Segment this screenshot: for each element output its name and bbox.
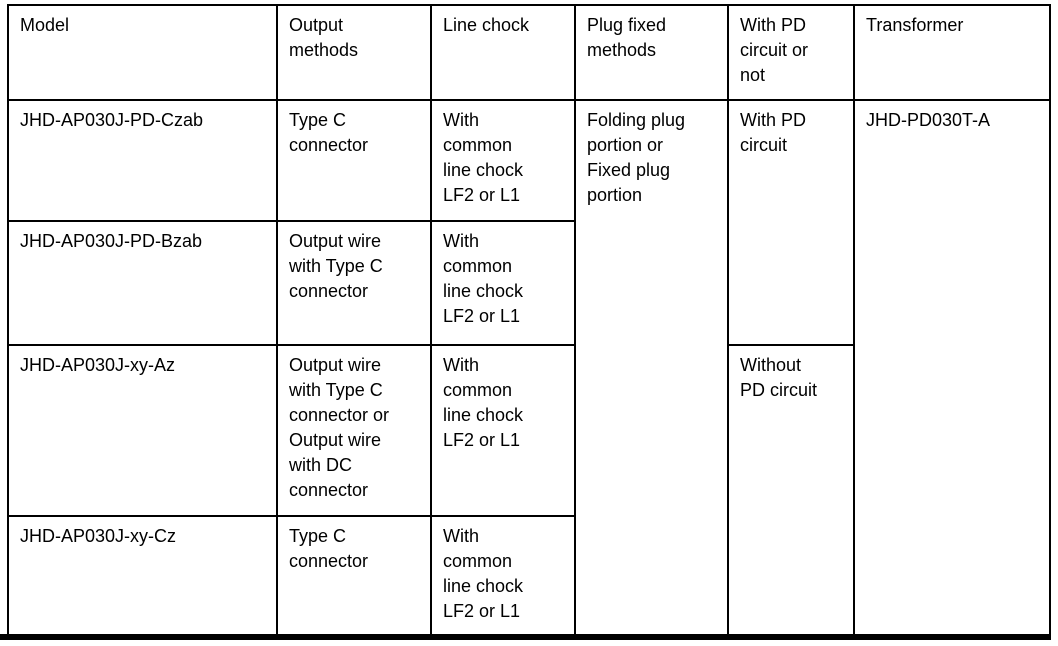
cell-line-chock-row2: With common line chock LF2 or L1 <box>430 220 576 346</box>
cell-line-chock-row4: With common line chock LF2 or L1 <box>430 515 576 636</box>
product-spec-table: Model Output methods Line chock Plug fix… <box>7 4 1051 636</box>
cell-model-row4: JHD-AP030J-xy-Cz <box>7 515 278 636</box>
column-header-pd-circuit: With PD circuit or not <box>727 4 855 101</box>
table-row: JHD-AP030J-PD-Bzab Output wire with Type… <box>7 220 1050 346</box>
cell-model-row1: JHD-AP030J-PD-Czab <box>7 99 278 222</box>
cell-transformer-merged: JHD-PD030T-A <box>853 99 1051 636</box>
table-row: JHD-AP030J-xy-Cz Type C connector With c… <box>7 515 1050 636</box>
column-header-plug-fixed-methods: Plug fixed methods <box>574 4 729 101</box>
cell-plug-fixed-merged: Folding plug portion or Fixed plug porti… <box>574 99 729 636</box>
column-header-transformer: Transformer <box>853 4 1051 101</box>
cell-without-pd-circuit-merged: Without PD circuit <box>727 344 855 636</box>
cell-model-row2: JHD-AP030J-PD-Bzab <box>7 220 278 346</box>
table-row: JHD-AP030J-PD-Czab Type C connector With… <box>7 99 1051 636</box>
page-bottom-rule <box>0 634 1051 640</box>
cell-model-row3: JHD-AP030J-xy-Az <box>7 344 278 517</box>
cell-with-pd-circuit-merged: With PD circuit <box>727 99 855 346</box>
column-header-line-chock: Line chock <box>430 4 576 101</box>
column-header-model: Model <box>7 4 278 101</box>
cell-line-chock-row1: With common line chock LF2 or L1 <box>430 99 576 222</box>
cell-output-row3: Output wire with Type C connector or Out… <box>276 344 432 517</box>
cell-output-row2: Output wire with Type C connector <box>276 220 432 346</box>
cell-line-chock-row3: With common line chock LF2 or L1 <box>430 344 576 517</box>
table-row: JHD-AP030J-xy-Az Output wire with Type C… <box>7 344 1050 636</box>
cell-output-row1: Type C connector <box>276 99 432 222</box>
column-header-output-methods: Output methods <box>276 4 432 101</box>
header-row: Model Output methods Line chock Plug fix… <box>7 4 1051 101</box>
cell-output-row4: Type C connector <box>276 515 432 636</box>
